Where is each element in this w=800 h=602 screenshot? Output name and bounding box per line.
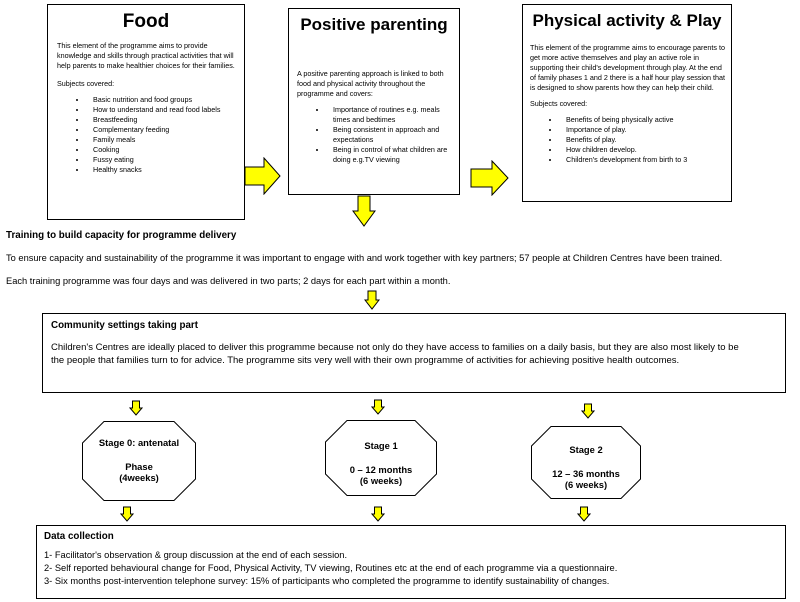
list-item: 2- Self reported behavioural change for …: [44, 563, 618, 573]
stage-title: Stage 2: [569, 444, 603, 455]
data-collection-heading: Data collection: [44, 531, 114, 542]
list-item: How to understand and read food labels: [87, 105, 238, 115]
training-heading: Training to build capacity for programme…: [6, 230, 237, 241]
down-arrow-icon: [120, 506, 134, 522]
stage-title: Stage 0: antenatal: [98, 437, 180, 448]
stage-age-range: 0 – 12 months: [349, 464, 413, 475]
training-line-2: Each training programme was four days an…: [6, 276, 451, 286]
right-arrow-icon: [470, 160, 509, 196]
stage-title: Stage 1: [364, 440, 398, 451]
food-title: Food: [122, 11, 170, 32]
down-arrow-icon: [577, 506, 591, 522]
parenting-box: Positive parenting A positive parenting …: [288, 8, 460, 195]
list-item: Benefits of being physically active: [560, 115, 726, 125]
stage-2-octagon: Stage 2 12 – 36 months (6 weeks): [531, 426, 641, 499]
list-item: Healthy snacks: [87, 165, 238, 175]
octagon-shape: [531, 426, 641, 499]
list-item: Benefits of play.: [560, 135, 726, 145]
stage-phase: Phase: [125, 461, 153, 472]
food-subjects-label: Subjects covered:: [57, 79, 115, 88]
stage-duration: (6 weeks): [359, 475, 403, 486]
right-arrow-icon: [244, 157, 281, 195]
food-subject-list: Basic nutrition and food groups How to u…: [57, 95, 238, 175]
list-item: Children's development from birth to 3: [560, 155, 726, 165]
community-text: Children's Centres are ideally placed to…: [51, 342, 739, 366]
list-item: Importance of play.: [560, 125, 726, 135]
activity-subjects-label: Subjects covered:: [530, 99, 588, 108]
list-item: Fussy eating: [87, 155, 238, 165]
down-arrow-icon: [371, 506, 385, 522]
activity-title: Physical activity & Play: [532, 11, 722, 30]
community-heading: Community settings taking part: [51, 320, 198, 331]
list-item: 3- Six months post-intervention telephon…: [44, 576, 610, 586]
data-collection-list: 1- Facilitator's observation & group dis…: [44, 549, 777, 588]
down-arrow-icon: [371, 399, 385, 415]
list-item: Family meals: [87, 135, 238, 145]
parenting-intro: A positive parenting approach is linked …: [297, 69, 444, 98]
list-item: Complementary feeding: [87, 125, 238, 135]
stage-age-range: 12 – 36 months: [552, 468, 620, 479]
stage-1-octagon: Stage 1 0 – 12 months (6 weeks): [325, 420, 437, 496]
activity-intro: This element of the programme aims to en…: [530, 43, 725, 92]
list-item: Being consistent in approach and expecta…: [327, 125, 454, 145]
activity-subject-list: Benefits of being physically active Impo…: [530, 115, 726, 165]
list-item: Importance of routines e.g. meals times …: [327, 105, 454, 125]
food-box: Food This element of the programme aims …: [47, 4, 245, 220]
list-item: How children develop.: [560, 145, 726, 155]
data-collection-box: Data collection 1- Facilitator's observa…: [36, 525, 786, 599]
octagon-shape: [82, 421, 196, 501]
parenting-title: Positive parenting: [300, 15, 448, 34]
parenting-list: Importance of routines e.g. meals times …: [297, 105, 454, 165]
training-line-1: To ensure capacity and sustainability of…: [6, 253, 723, 263]
list-item: 1- Facilitator's observation & group dis…: [44, 550, 348, 560]
stage-duration: (6 weeks): [564, 479, 608, 490]
stage-duration: (4weeks): [119, 472, 159, 483]
food-intro: This element of the programme aims to pr…: [57, 41, 235, 70]
list-item: Cooking: [87, 145, 238, 155]
down-arrow-icon: [352, 195, 376, 227]
list-item: Basic nutrition and food groups: [87, 95, 238, 105]
activity-box: Physical activity & Play This element of…: [522, 4, 732, 202]
stage-0-octagon: Stage 0: antenatal Phase (4weeks): [82, 421, 196, 501]
down-arrow-icon: [364, 290, 380, 310]
list-item: Being in control of what children are do…: [327, 145, 454, 165]
octagon-shape: [325, 420, 437, 496]
list-item: Breastfeeding: [87, 115, 238, 125]
down-arrow-icon: [129, 400, 143, 416]
community-box: Community settings taking part Children'…: [42, 313, 786, 393]
down-arrow-icon: [581, 403, 595, 419]
